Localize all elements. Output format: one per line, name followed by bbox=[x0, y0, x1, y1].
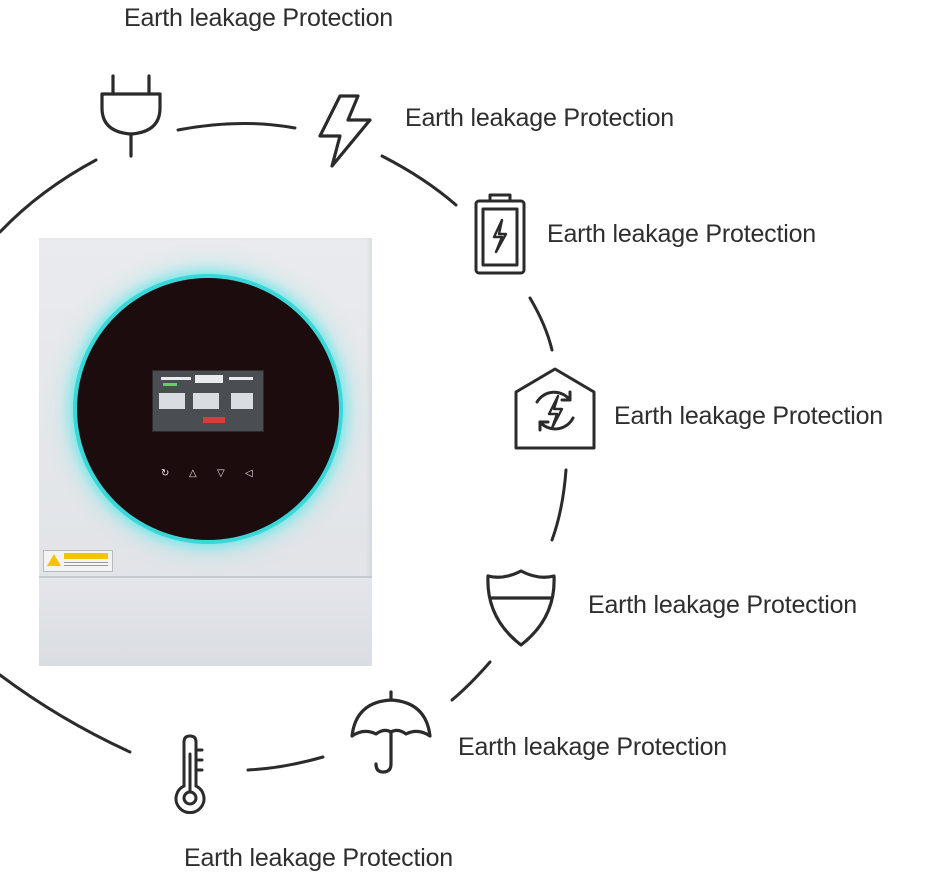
down-button-icon: ▽ bbox=[217, 468, 225, 479]
arc-umbrella-thermo bbox=[246, 755, 325, 772]
arc-thermo-left bbox=[0, 673, 132, 754]
feature-label-home-energy: Earth leakage Protection bbox=[614, 402, 883, 430]
umbrella-icon bbox=[350, 690, 432, 774]
feature-label-umbrella: Earth leakage Protection bbox=[458, 733, 727, 761]
arc-shield-umbrella bbox=[450, 660, 492, 702]
plug-icon bbox=[100, 74, 162, 158]
inverter-display-ring: ↻ △ ▽ ◁ bbox=[77, 278, 339, 540]
battery-icon bbox=[474, 193, 526, 275]
back-button-icon: ◁ bbox=[245, 468, 253, 479]
feature-label-battery: Earth leakage Protection bbox=[547, 220, 816, 248]
feature-label-shield: Earth leakage Protection bbox=[588, 591, 857, 619]
arc-plug-bolt bbox=[176, 121, 297, 132]
shield-icon bbox=[486, 569, 556, 647]
inverter-device: ↻ △ ▽ ◁ bbox=[39, 238, 372, 666]
arc-bolt-battery bbox=[380, 154, 458, 207]
caution-sticker bbox=[43, 550, 113, 572]
arc-home-shield bbox=[550, 468, 568, 542]
up-button-icon: △ bbox=[189, 468, 197, 479]
lcd-screen bbox=[152, 370, 264, 432]
thermometer-icon bbox=[174, 734, 206, 814]
feature-label-plug: Earth leakage Protection bbox=[124, 4, 393, 32]
arc-battery-home bbox=[528, 296, 554, 352]
home-energy-icon bbox=[514, 367, 596, 450]
feature-label-lightning: Earth leakage Protection bbox=[405, 104, 674, 132]
arc-left-top bbox=[0, 158, 98, 234]
inverter-lower-cover bbox=[39, 576, 372, 666]
power-button-icon: ↻ bbox=[161, 468, 170, 479]
feature-label-thermometer: Earth leakage Protection bbox=[184, 844, 453, 872]
lightning-icon bbox=[318, 94, 372, 168]
